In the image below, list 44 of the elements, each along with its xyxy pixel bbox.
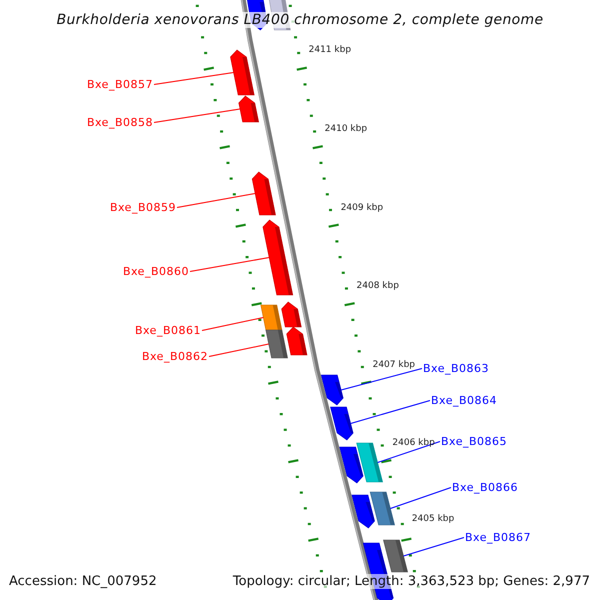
scale-label: 2411 kbp [308, 45, 352, 56]
gene-glyph [286, 326, 308, 356]
title: Burkholderia xenovorans LB400 chromosome 2, complete genome [56, 12, 544, 28]
leader-line [154, 108, 240, 123]
gene-bar [260, 304, 282, 330]
scale-label: 2407 kbp [372, 360, 415, 371]
leader-line [350, 400, 430, 424]
leader-line [154, 72, 234, 85]
gene-glyph [252, 172, 276, 216]
gene-glyph [230, 50, 255, 96]
gene-glyph [352, 494, 375, 528]
accession-text: Accession: NC_007952 [9, 574, 157, 589]
gene-glyph [330, 406, 354, 440]
gene-label: Bxe_B0859 [110, 201, 176, 214]
scale-label: 2408 kbp [356, 281, 399, 292]
genome-summary: Topology: circular; Length: 3,363,523 bp; Genes: 2,977 [232, 574, 590, 589]
gene-bar [383, 540, 408, 572]
gene-label: Bxe_B0860 [122, 265, 189, 278]
gene-glyph [320, 374, 344, 406]
gene-label: Bxe_B0864 [431, 394, 498, 407]
scale-label: 2409 kbp [340, 203, 384, 214]
gene-label: Bxe_B0867 [465, 531, 532, 544]
leader-line [208, 344, 270, 357]
gene-label: Bxe_B0865 [441, 435, 508, 448]
scale-label: 2410 kbp [324, 124, 368, 135]
leader-line [202, 317, 264, 331]
gene-glyph [339, 446, 364, 484]
leader-line [176, 193, 256, 208]
gene-label: Bxe_B0866 [452, 481, 518, 494]
gene-label: Bxe_B0863 [423, 362, 490, 375]
leader-line [377, 441, 440, 463]
gene-label: Bxe_B0861 [134, 324, 201, 337]
scale-label: 2406 kbp [392, 438, 435, 449]
gene-bar [266, 330, 288, 358]
gene-glyph [281, 302, 302, 328]
gene-label: Bxe_B0857 [86, 78, 153, 91]
gene-glyph [262, 220, 294, 296]
gene-glyph [238, 96, 260, 122]
leader-line [340, 368, 422, 390]
gene-label: Bxe_B0858 [86, 116, 153, 129]
gene-label: Bxe_B0862 [142, 350, 208, 363]
leader-line [403, 537, 464, 556]
leader-line [190, 257, 270, 272]
scale-label: 2405 kbp [412, 514, 454, 525]
